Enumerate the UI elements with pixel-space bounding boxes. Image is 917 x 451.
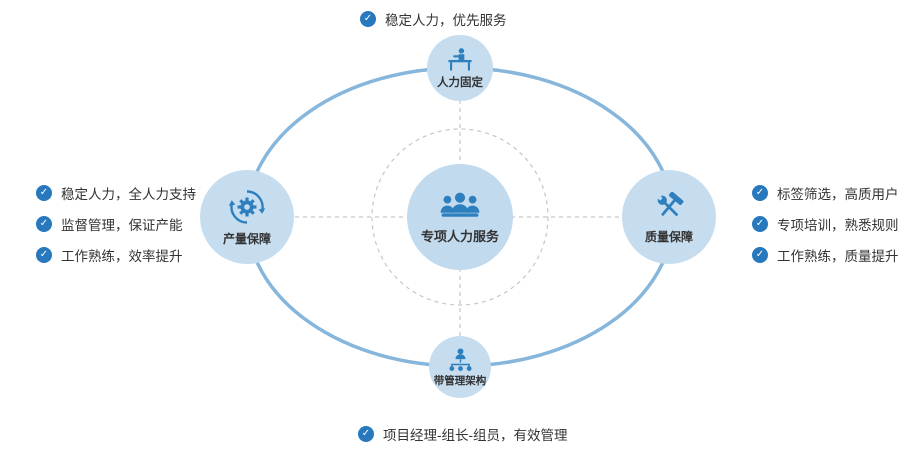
note-left-3: 工作熟练，效率提升 — [36, 245, 183, 265]
check-icon — [360, 11, 376, 27]
note-left-2: 监督管理，保证产能 — [36, 214, 183, 234]
note-left-1: 稳定人力，全人力支持 — [36, 183, 196, 203]
note-top: 稳定人力，优先服务 — [360, 9, 507, 29]
note-text: 专项培训，熟悉规则 — [777, 218, 899, 233]
note-text: 项目经理-组长-组员，有效管理 — [383, 428, 568, 443]
note-text: 稳定人力，优先服务 — [385, 13, 507, 28]
node-label-top: 人力固定 — [437, 76, 483, 89]
node-label-left: 产量保障 — [222, 231, 271, 246]
node-output-guarantee: 产量保障 — [200, 170, 294, 264]
check-icon — [752, 185, 768, 201]
check-icon — [36, 247, 52, 263]
check-icon — [36, 185, 52, 201]
worker-desk-icon — [445, 47, 475, 72]
check-icon — [752, 247, 768, 263]
team-icon — [437, 189, 483, 220]
note-text: 工作熟练，效率提升 — [61, 249, 183, 264]
gear-sync-icon — [228, 188, 266, 226]
dashed-inner-circle — [371, 128, 549, 306]
node-label-center: 专项人力服务 — [420, 229, 499, 244]
note-text: 工作熟练，质量提升 — [777, 249, 899, 264]
note-right-3: 工作熟练，质量提升 — [752, 245, 899, 265]
check-icon — [752, 216, 768, 232]
node-label-right: 质量保障 — [644, 229, 693, 244]
note-text: 标签筛选，高质用户 — [777, 187, 899, 202]
node-quality-guarantee: 质量保障 — [622, 170, 716, 264]
node-management-structure: 带管理架构 — [429, 336, 491, 398]
node-label-bottom: 带管理架构 — [433, 374, 487, 387]
node-fixed-manpower: 人力固定 — [427, 35, 493, 101]
note-text: 监督管理，保证产能 — [61, 218, 183, 233]
note-right-1: 标签筛选，高质用户 — [752, 183, 899, 203]
org-structure-icon — [447, 347, 474, 372]
check-icon — [358, 426, 374, 442]
note-bottom: 项目经理-组长-组员，有效管理 — [358, 424, 568, 444]
tools-icon — [651, 190, 687, 224]
check-icon — [36, 216, 52, 232]
note-right-2: 专项培训，熟悉规则 — [752, 214, 899, 234]
note-text: 稳定人力，全人力支持 — [61, 187, 196, 202]
node-special-hr-service: 专项人力服务 — [407, 164, 513, 270]
